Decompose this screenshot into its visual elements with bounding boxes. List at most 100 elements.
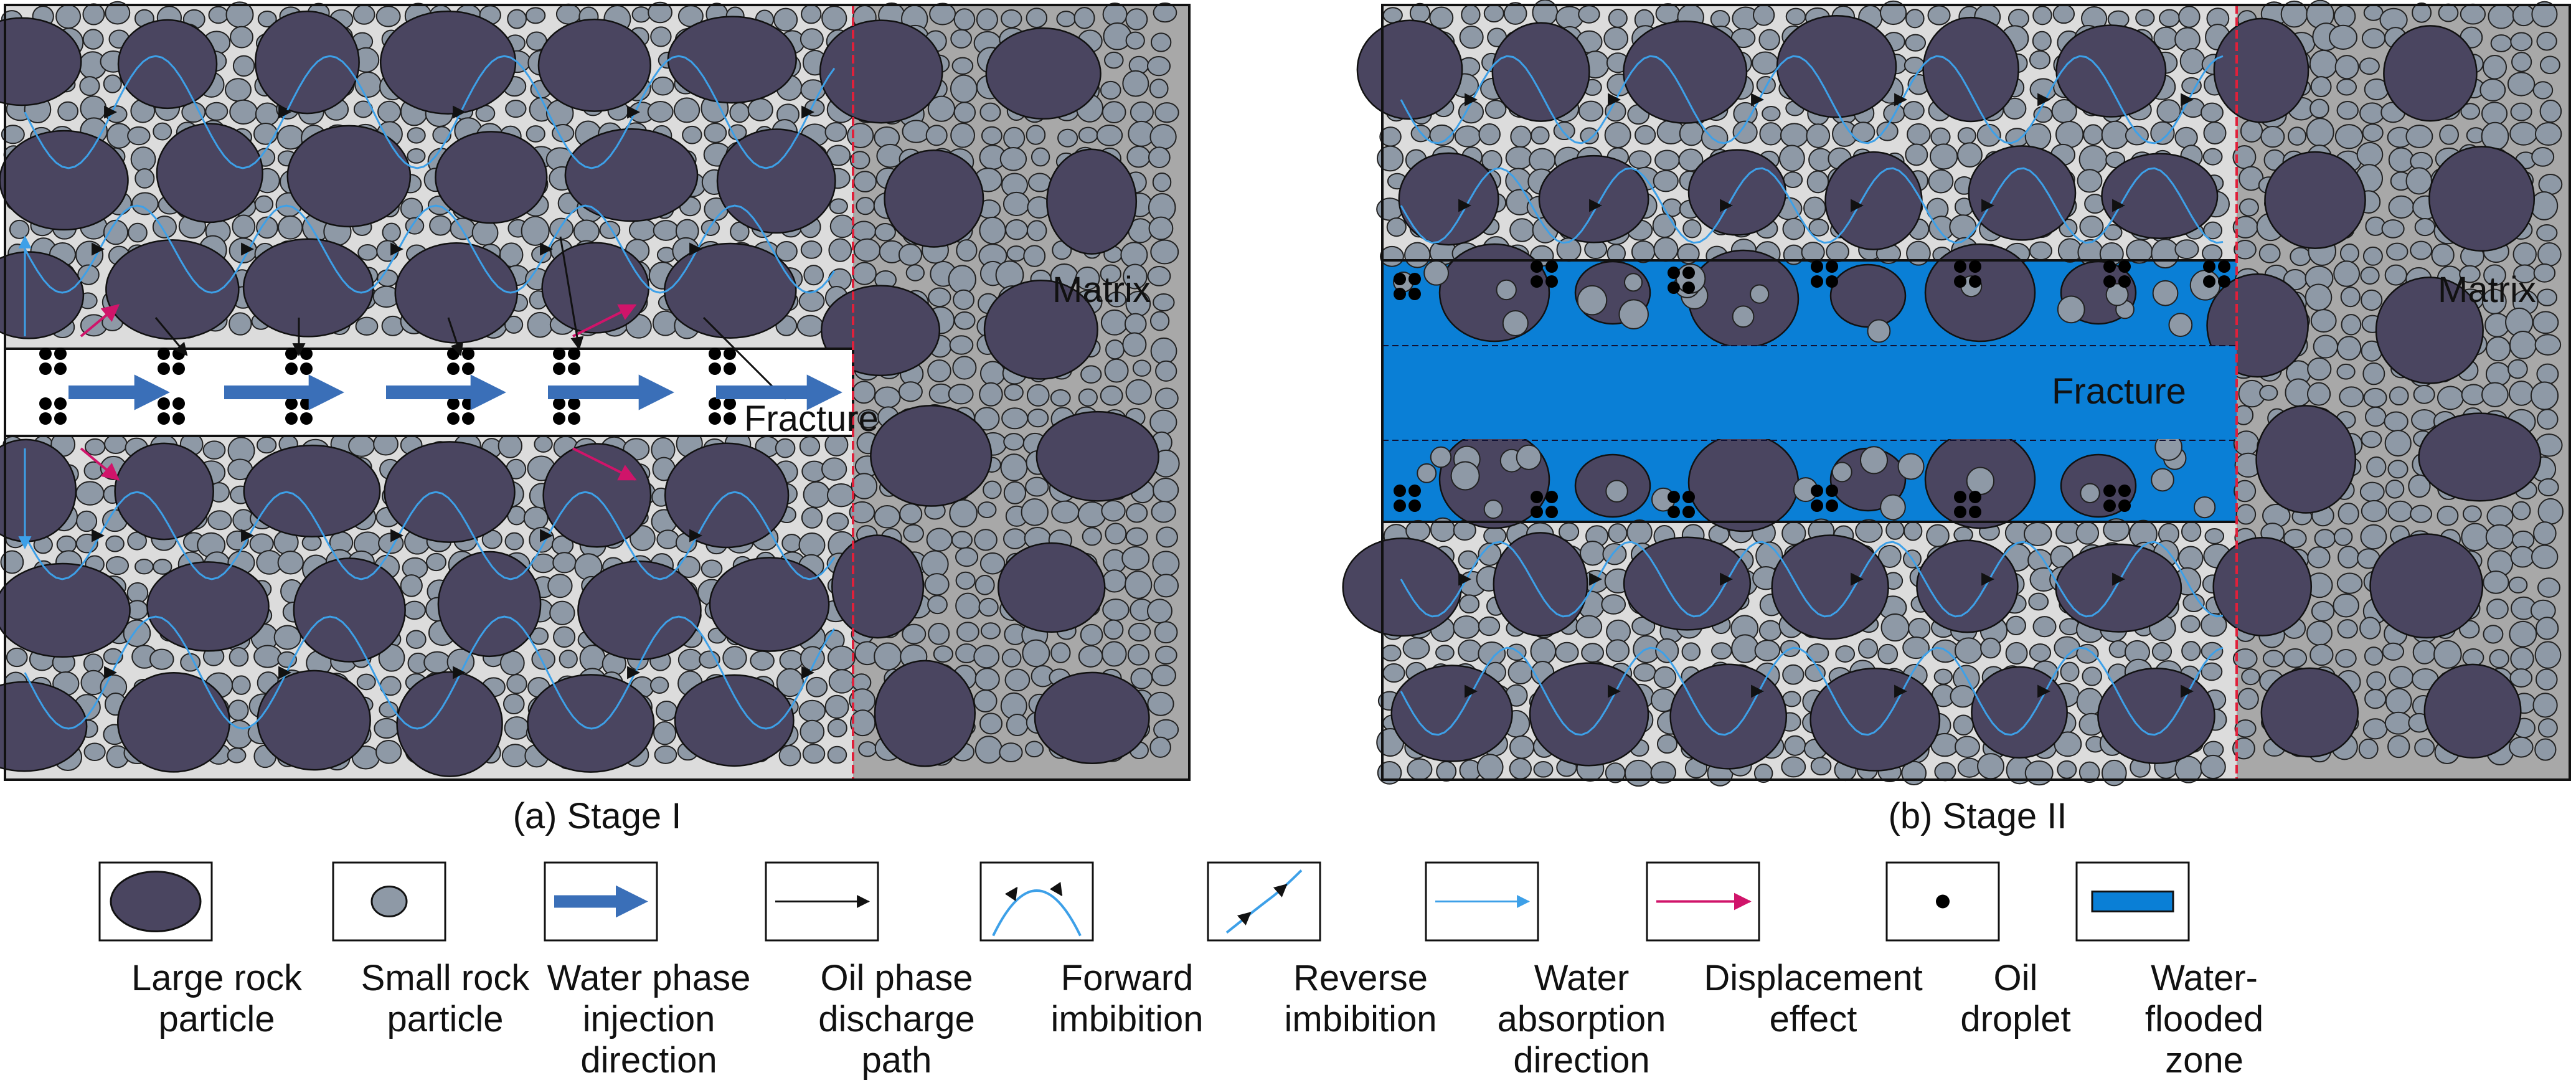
- small-rock-particle: [2334, 55, 2359, 80]
- large-rock-particle: [537, 18, 651, 112]
- small-rock-particle: [927, 595, 948, 615]
- oil-droplet: [462, 412, 474, 425]
- small-rock-particle: [1153, 477, 1179, 503]
- legend-label: Water-: [2151, 958, 2258, 998]
- small-rock-particle: [2539, 55, 2560, 75]
- small-rock-particle: [1933, 668, 1953, 685]
- large-rock-particle: [1493, 532, 1588, 636]
- small-rock-particle: [2510, 546, 2535, 568]
- small-rock-particle: [953, 311, 976, 330]
- large-rock-particle: [1968, 145, 2077, 241]
- small-rock-particle: [549, 600, 575, 625]
- small-rock-particle: [231, 675, 251, 695]
- small-rock-particle: [826, 512, 849, 531]
- large-rock-particle: [396, 671, 503, 777]
- small-rock-particle: [2177, 546, 2204, 571]
- small-rock-particle: [1580, 127, 1599, 144]
- small-rock-particle: [1149, 409, 1177, 435]
- small-rock-particle: [1100, 80, 1121, 100]
- large-rock-particle: [564, 128, 699, 222]
- small-rock-particle: [405, 630, 427, 649]
- small-rock-particle: [2386, 242, 2409, 261]
- small-rock-particle: [1450, 461, 1480, 491]
- small-rock-particle: [377, 100, 402, 123]
- oil-droplet-clusters: [1394, 260, 2230, 518]
- oil-droplet: [285, 362, 298, 375]
- small-rock-particle: [130, 146, 156, 173]
- small-rock-particle: [2512, 4, 2536, 27]
- oil-droplet: [158, 362, 170, 375]
- small-rock-particle: [2006, 615, 2026, 636]
- small-rock-particle: [2481, 382, 2509, 407]
- small-rock-particle: [729, 102, 750, 123]
- small-rock-particle: [874, 642, 902, 671]
- small-rock-particle: [227, 747, 247, 764]
- matrix-label: Matrix: [1052, 270, 1151, 310]
- small-rock-particle: [2509, 121, 2538, 146]
- small-rock-particle: [1021, 498, 1049, 526]
- small-rock-particle: [1050, 642, 1071, 663]
- flow-paths: [1400, 55, 2224, 736]
- small-rock-particle: [2511, 52, 2532, 72]
- small-rock-particle: [2534, 641, 2562, 669]
- small-rock-particle: [2174, 239, 2199, 260]
- small-rock-particle: [1516, 444, 1542, 470]
- small-rock-particle: [1618, 299, 1649, 329]
- small-rock-particle: [796, 315, 824, 337]
- small-rock-particle: [1633, 663, 1656, 682]
- oil-droplet: [1682, 491, 1695, 503]
- small-rock-particle: [2029, 643, 2052, 662]
- small-rock-particle: [2204, 528, 2225, 544]
- small-rock-particle: [653, 721, 677, 745]
- small-rock-particle: [1103, 619, 1124, 640]
- large-rock-particle: [1922, 16, 2019, 123]
- small-rock-particle: [375, 6, 401, 27]
- small-rock-particle: [504, 532, 524, 551]
- small-rock-particle: [134, 168, 155, 189]
- small-rock-particle: [1478, 616, 1501, 636]
- small-rock-particle: [1149, 736, 1171, 758]
- small-rock-particle: [2366, 671, 2387, 691]
- small-rock-particle: [1758, 620, 1782, 641]
- small-rock-particle: [1826, 241, 1849, 263]
- small-rock-particle: [955, 592, 981, 619]
- small-rock-particle: [2181, 521, 2202, 542]
- small-rock-particle: [974, 407, 1000, 431]
- small-rock-particle: [950, 29, 973, 49]
- legend-label: imbibition: [1285, 999, 1437, 1039]
- small-rock-particle: [1004, 668, 1031, 692]
- oil-droplet: [285, 348, 298, 360]
- small-rock-particle: [228, 699, 249, 721]
- small-rock-particle: [722, 646, 747, 670]
- small-rock-particle: [2536, 31, 2557, 51]
- small-rock-particle: [103, 219, 129, 245]
- small-rock-particle: [1377, 145, 1404, 172]
- small-rock-particle: [2509, 620, 2537, 648]
- reverse-imbibition-icon: [1225, 869, 1303, 934]
- small-rock-particle: [953, 102, 976, 123]
- small-rock-particle: [77, 264, 100, 285]
- small-rock-particle: [2309, 49, 2338, 79]
- small-rock-particle: [105, 556, 130, 575]
- small-rock-particle: [1710, 9, 1730, 29]
- small-rock-particle: [1080, 365, 1102, 384]
- small-rock-particle: [205, 102, 229, 121]
- small-rock-particle: [974, 575, 995, 595]
- small-rock-particle: [502, 693, 525, 715]
- small-rock-particle: [229, 312, 252, 336]
- small-rock-particle: [2510, 32, 2533, 52]
- small-rock-particle: [2240, 120, 2263, 143]
- oil-droplet: [300, 348, 313, 360]
- small-rock-particle: [673, 97, 701, 123]
- small-rock-particle: [1531, 126, 1550, 145]
- small-rock-particle-icon: [370, 886, 408, 917]
- oil-droplet: [1394, 288, 1406, 300]
- small-rock-particle: [2105, 283, 2129, 306]
- large-rock-particle: [254, 10, 360, 115]
- small-rock-particle: [1806, 643, 1829, 663]
- small-rock-particle: [2535, 617, 2559, 640]
- small-rock-particle: [2509, 668, 2533, 688]
- small-rock-particle: [827, 745, 847, 764]
